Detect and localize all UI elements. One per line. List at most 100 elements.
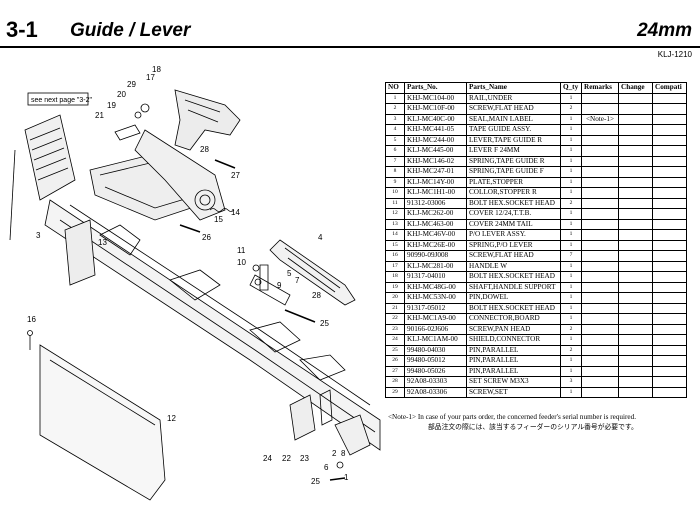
cell-no: 22 [385, 313, 405, 325]
callout-28a: 28 [200, 145, 209, 154]
cell-change [618, 103, 653, 115]
cell-no: 18 [385, 271, 405, 283]
cell-qty: 1 [560, 208, 582, 220]
cell-parts-name: COVER 12/24,T.T.B. [466, 208, 561, 220]
callout-25b: 25 [320, 319, 329, 328]
cell-qty: 1 [560, 313, 582, 325]
callout-10: 10 [237, 258, 246, 267]
cell-qty: 1 [560, 218, 582, 230]
cell-compati [652, 103, 687, 115]
cell-change [618, 365, 653, 377]
cell-compati [652, 229, 687, 241]
col-qty: Q_ty [560, 82, 582, 94]
cell-qty: 1 [560, 292, 582, 304]
callout-17: 17 [146, 73, 155, 82]
cell-parts-name: BOLT HEX.SOCKET HEAD [466, 197, 561, 209]
cell-remarks [581, 197, 619, 209]
cell-compati [652, 218, 687, 230]
cell-remarks [581, 386, 619, 398]
cell-remarks [581, 229, 619, 241]
cell-remarks [581, 323, 619, 335]
callout-20: 20 [117, 90, 126, 99]
cell-parts-name: SEAL,MAIN LABEL [466, 113, 561, 125]
cell-qty: 1 [560, 355, 582, 367]
cell-qty: 1 [560, 365, 582, 377]
callout-22: 22 [282, 454, 291, 463]
callout-3: 3 [36, 231, 41, 240]
cell-parts-no: 91317-05012 [404, 302, 467, 314]
cell-remarks [581, 124, 619, 136]
cell-remarks [581, 292, 619, 304]
cell-remarks [581, 334, 619, 346]
cell-remarks [581, 166, 619, 178]
cell-remarks [581, 271, 619, 283]
cell-change [618, 124, 653, 136]
cell-no: 9 [385, 176, 405, 188]
cell-compati [652, 124, 687, 136]
cell-change [618, 239, 653, 251]
cell-change [618, 344, 653, 356]
section-title: Guide / Lever [70, 20, 191, 41]
exploded-view-drawing: see next page "3-2" 1 2 3 4 5 6 7 8 9 10… [9, 65, 381, 501]
callout-6: 6 [324, 463, 329, 472]
cell-parts-name: PIN,PARALLEL [466, 365, 561, 377]
cell-remarks [581, 145, 619, 157]
cell-qty: 1 [560, 260, 582, 272]
callout-23: 23 [300, 454, 309, 463]
cell-parts-no: KLJ-MC1AM-00 [404, 334, 467, 346]
cell-no: 21 [385, 302, 405, 314]
cell-parts-name: SCREW,PAN HEAD [466, 323, 561, 335]
cell-no: 8 [385, 166, 405, 178]
cell-change [618, 281, 653, 293]
cell-parts-no: KHJ-MC244-00 [404, 134, 467, 146]
callout-26: 26 [202, 233, 211, 242]
cell-parts-no: KHJ-MC46V-00 [404, 229, 467, 241]
cell-parts-no: KHJ-MC1A9-00 [404, 313, 467, 325]
cell-no: 29 [385, 386, 405, 398]
cell-qty: 1 [560, 124, 582, 136]
cell-no: 28 [385, 376, 405, 388]
cell-parts-name: SPRING,TAPE GUIDE F [466, 166, 561, 178]
cell-parts-name: TAPE GUIDE ASSY. [466, 124, 561, 136]
callout-24: 24 [263, 454, 272, 463]
cell-compati [652, 260, 687, 272]
cell-compati [652, 239, 687, 251]
cell-no: 17 [385, 260, 405, 272]
cell-no: 20 [385, 292, 405, 304]
cell-change [618, 166, 653, 178]
cell-parts-no: KHJ-MC146-02 [404, 155, 467, 167]
cell-qty: 1 [560, 176, 582, 188]
cell-qty: 1 [560, 386, 582, 398]
callout-12: 12 [167, 414, 176, 423]
cell-change [618, 187, 653, 199]
cell-parts-no: KLJ-MC281-00 [404, 260, 467, 272]
cell-parts-no: KHJ-MC441-05 [404, 124, 467, 136]
cell-parts-no: KLJ-MC445-00 [404, 145, 467, 157]
cell-compati [652, 344, 687, 356]
cell-parts-name: SHIELD,CONNECTOR [466, 334, 561, 346]
cell-no: 27 [385, 365, 405, 377]
cell-parts-name: SPRING,TAPE GUIDE R [466, 155, 561, 167]
callout-29: 29 [127, 80, 136, 89]
cell-no: 13 [385, 218, 405, 230]
cell-parts-no: KHJ-MC10F-00 [404, 103, 467, 115]
cell-compati [652, 376, 687, 388]
cell-parts-name: COLLOR,STOPPER R [466, 187, 561, 199]
cell-remarks [581, 250, 619, 262]
cell-compati [652, 334, 687, 346]
callout-15: 15 [214, 215, 223, 224]
col-parts-name: Parts_Name [466, 82, 561, 94]
cell-qty: 1 [560, 229, 582, 241]
cell-change [618, 145, 653, 157]
cell-parts-no: KLJ-MC262-00 [404, 208, 467, 220]
